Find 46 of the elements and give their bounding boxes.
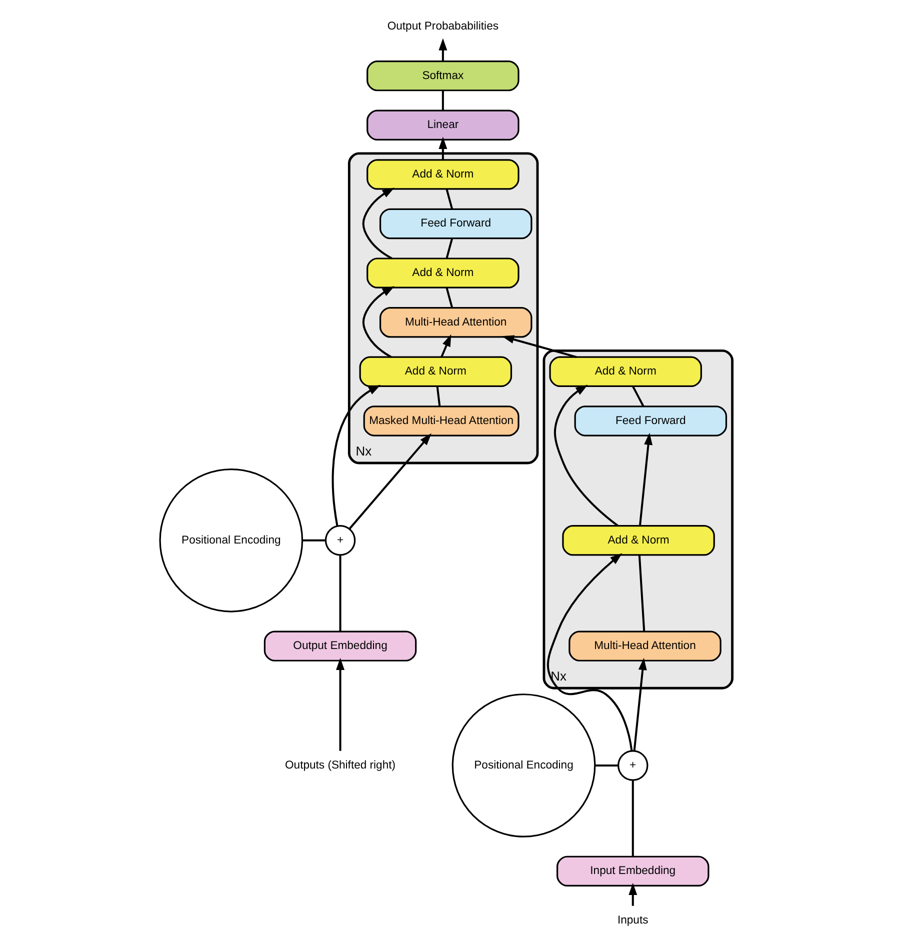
arrow: [438, 136, 448, 160]
connector: [442, 90, 444, 111]
node-box: Add & Norm: [366, 159, 520, 190]
connector: [436, 386, 441, 406]
arrow: [362, 188, 394, 260]
arrow: [440, 334, 452, 358]
connector: [302, 539, 326, 542]
node-circle: Positional Encoding: [159, 468, 304, 612]
node-box: Add & Norm: [562, 525, 715, 556]
arrow: [633, 658, 647, 752]
node-text: Output Probababilities: [387, 20, 499, 33]
arrow: [502, 335, 577, 358]
connector: [632, 780, 634, 857]
node-box: Feed Forward: [379, 208, 532, 240]
arrow: [336, 658, 345, 751]
arrow: [362, 286, 394, 358]
node-circle: Positional Encoding: [452, 694, 596, 838]
node-circle: +: [324, 525, 356, 556]
arrow: [628, 882, 638, 906]
arrow: [438, 38, 448, 62]
connector: [632, 386, 644, 407]
connector: [638, 555, 646, 632]
node-box: Multi-Head Attention: [379, 307, 532, 338]
arrow: [348, 433, 432, 530]
connector: [446, 238, 454, 259]
connector: [339, 555, 342, 632]
node-text: Inputs: [617, 914, 648, 926]
arrow: [332, 384, 381, 526]
node-box: Masked Multi-Head Attention: [363, 406, 520, 436]
arrow: [554, 384, 618, 527]
node-box: Multi-Head Attention: [568, 630, 722, 662]
node-box: Add & Norm: [359, 356, 512, 388]
node-box: Softmax: [366, 60, 520, 92]
node-box: Add & Norm: [549, 356, 702, 388]
node-box: Linear: [366, 110, 520, 140]
node-text: Outputs (Shifted right): [285, 759, 396, 772]
connector: [446, 288, 454, 308]
node-box: Input Embedding: [556, 856, 710, 887]
node-box: Add & Norm: [366, 258, 520, 288]
node-box: Output Embedding: [264, 630, 417, 662]
arrow: [546, 553, 633, 752]
connector: [446, 188, 454, 210]
arrow: [638, 432, 653, 526]
node-circle: +: [618, 750, 648, 781]
connector: [594, 764, 618, 766]
node-box: Feed Forward: [574, 406, 728, 436]
